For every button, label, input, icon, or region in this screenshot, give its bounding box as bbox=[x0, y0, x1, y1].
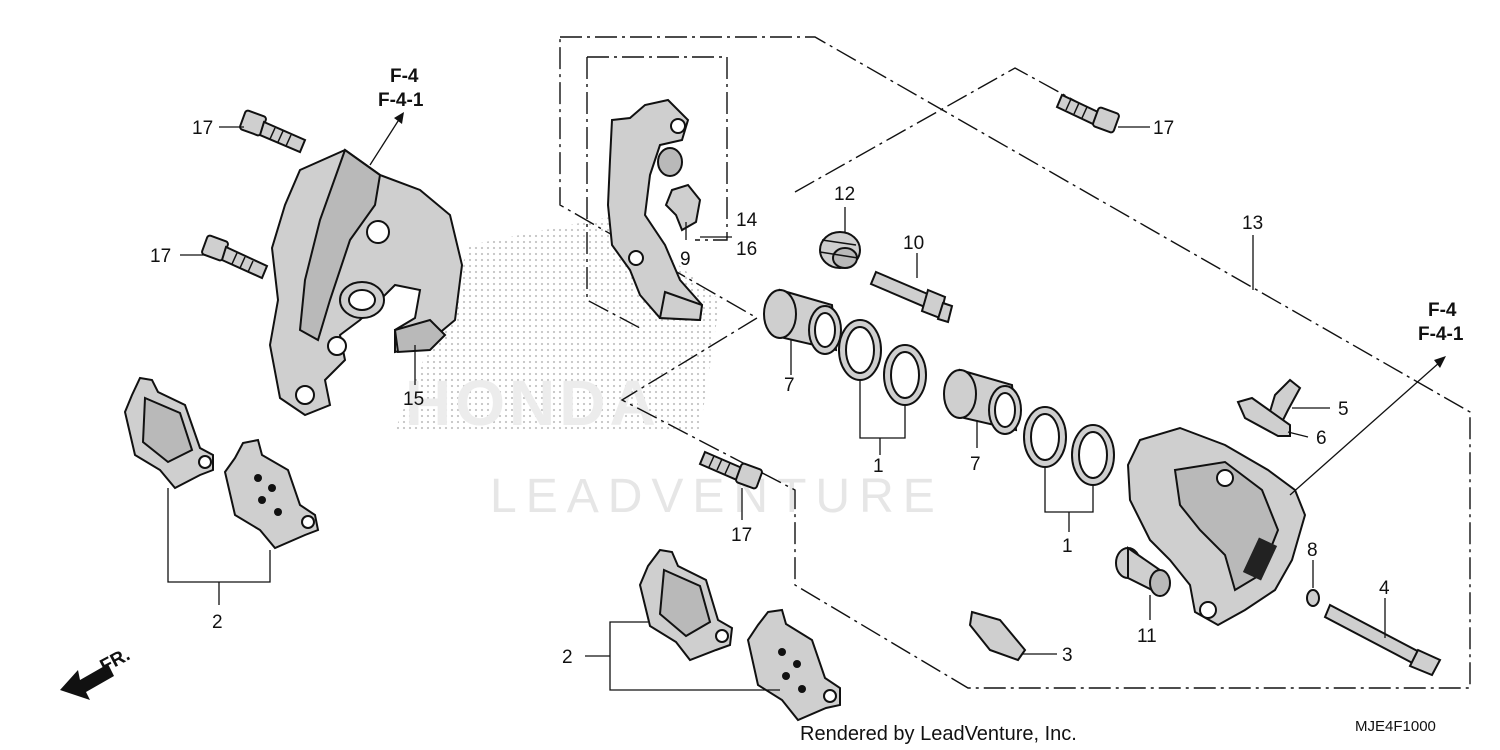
callout-17: 17 bbox=[192, 118, 213, 139]
pad-pin-4 bbox=[1323, 603, 1442, 677]
reference-label-f41-right: F-4-1 bbox=[1418, 324, 1464, 345]
caliper-body-13 bbox=[1126, 426, 1307, 627]
bolt-17-center bbox=[698, 450, 763, 490]
callout-7: 7 bbox=[784, 375, 795, 396]
assembly-outline-14-16 bbox=[586, 56, 728, 329]
callout-4: 4 bbox=[1379, 578, 1390, 599]
callout-3: 3 bbox=[1062, 645, 1073, 666]
watermark-text: LEADVENTURE bbox=[490, 470, 944, 523]
callout-9: 9 bbox=[680, 249, 691, 270]
callout-6: 6 bbox=[1316, 428, 1327, 449]
callout-16: 16 bbox=[736, 239, 757, 260]
leader-lines bbox=[180, 126, 1386, 655]
reference-label-f41-left: F-4-1 bbox=[378, 90, 424, 111]
callout-13: 13 bbox=[1242, 213, 1263, 234]
callout-2: 2 bbox=[562, 647, 573, 668]
piston-seal-1-upper bbox=[838, 319, 927, 406]
bolt-17-right bbox=[1055, 93, 1120, 134]
callout-17: 17 bbox=[731, 525, 752, 546]
front-direction-arrow-icon bbox=[60, 664, 114, 700]
callout-10: 10 bbox=[903, 233, 924, 254]
reference-arrow-right bbox=[1289, 356, 1446, 496]
callout-1: 1 bbox=[873, 456, 884, 477]
boot-11 bbox=[1115, 546, 1171, 597]
piston-seal-1-lower bbox=[1023, 406, 1115, 486]
bleeder-cap-6 bbox=[1236, 396, 1291, 437]
boot-12 bbox=[819, 231, 861, 269]
callout-7: 7 bbox=[970, 454, 981, 475]
watermark-logo: HONDA bbox=[405, 367, 660, 439]
bolt-17-upper-left bbox=[239, 109, 307, 154]
caliper-bracket-14-16 bbox=[606, 98, 704, 322]
callout-15: 15 bbox=[403, 389, 424, 410]
callout-17: 17 bbox=[1153, 118, 1174, 139]
reference-label-f4-left: F-4 bbox=[390, 66, 419, 87]
piston-7-lower bbox=[943, 368, 1022, 435]
diagram-code: MJE4F1000 bbox=[1355, 718, 1436, 735]
slide-pin-10 bbox=[869, 270, 954, 324]
leader-1-upper bbox=[859, 380, 906, 439]
reference-label-f4-right: F-4 bbox=[1428, 300, 1457, 321]
pad-spring-9 bbox=[664, 183, 702, 232]
piston-7-upper bbox=[763, 288, 842, 355]
callout-12: 12 bbox=[834, 184, 855, 205]
footer-credit: Rendered by LeadVenture, Inc. bbox=[800, 723, 1077, 745]
reference-arrow-left bbox=[369, 112, 404, 166]
callout-8: 8 bbox=[1307, 540, 1318, 561]
retainer-clip-3 bbox=[968, 610, 1027, 662]
bolt-17-lower-left bbox=[201, 234, 269, 280]
callout-14: 14 bbox=[736, 210, 758, 231]
caliper-assembly-left bbox=[268, 148, 464, 417]
brake-pad-set-lower bbox=[638, 548, 841, 722]
callout-11: 11 bbox=[1137, 626, 1157, 647]
brake-pad-set-left bbox=[123, 376, 320, 550]
washer-8 bbox=[1306, 589, 1320, 607]
callout-5: 5 bbox=[1338, 399, 1349, 420]
callout-2: 2 bbox=[212, 612, 223, 633]
callout-17: 17 bbox=[150, 246, 171, 267]
callout-1: 1 bbox=[1062, 536, 1073, 557]
